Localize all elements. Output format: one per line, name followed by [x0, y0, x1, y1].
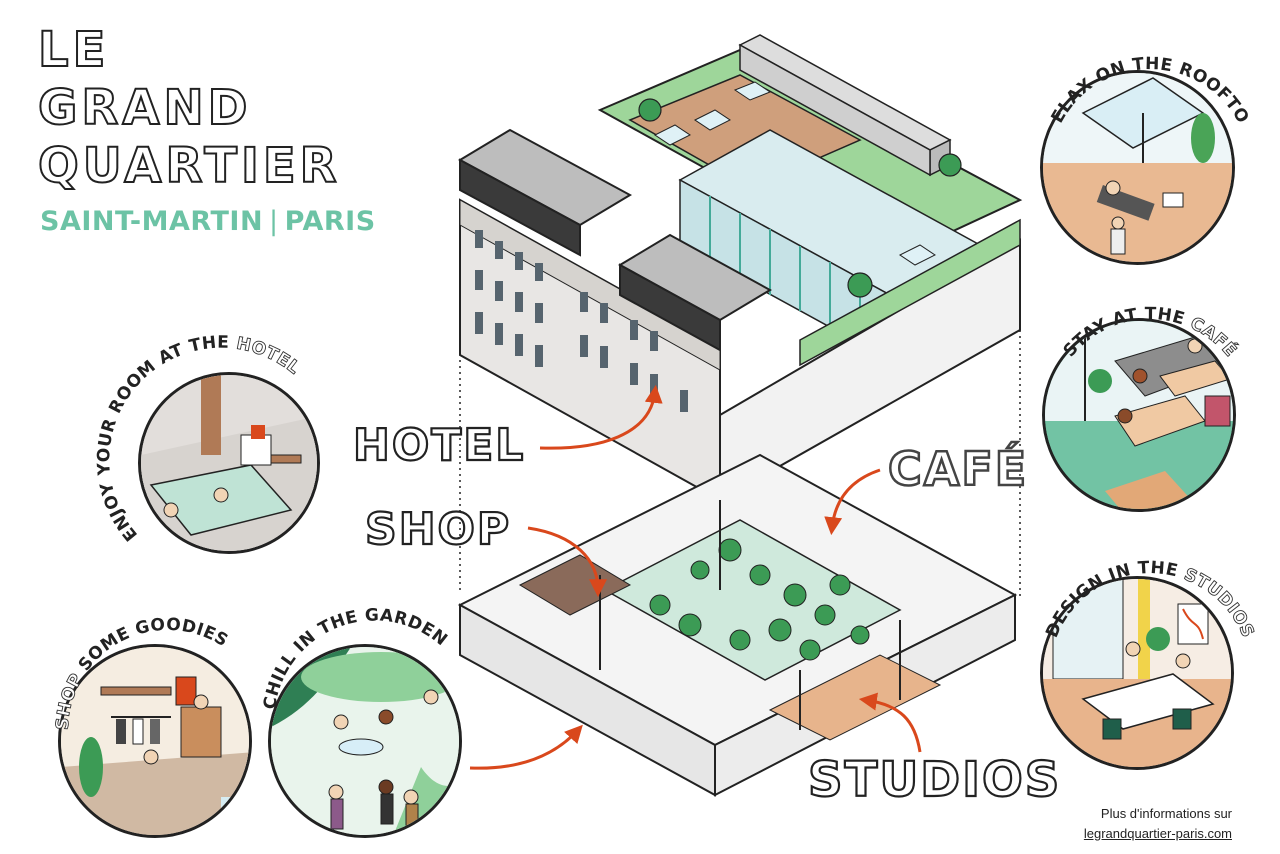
hotel-arrow	[539, 384, 663, 450]
rooftop-scene	[1043, 73, 1232, 262]
title-line-1: LE	[37, 22, 110, 78]
subtitle-city: PARIS	[284, 206, 376, 237]
studios-label: STUDIOS	[807, 752, 1062, 808]
info-text: Plus d'informations sur	[1100, 806, 1232, 821]
cafe-scene	[1045, 321, 1233, 509]
garden-vignette	[268, 644, 462, 838]
shop-label: SHOP	[364, 504, 512, 555]
building-illustration	[457, 34, 1023, 797]
cafe-arrow	[824, 468, 881, 536]
hotel-room-vignette	[138, 372, 320, 554]
shop-arrow	[527, 526, 607, 598]
hotel-building	[457, 34, 1023, 502]
subtitle-separator: |	[269, 206, 279, 237]
title-line-3: QUARTIER	[37, 138, 341, 194]
hotel-label: HOTEL	[352, 420, 526, 471]
studios-scene	[1043, 579, 1231, 767]
studios-vignette	[1040, 576, 1234, 770]
cafe-label: CAFÉ	[887, 442, 1029, 496]
garden-arrow	[469, 724, 583, 770]
studios-arrow	[858, 692, 922, 753]
title-line-2: GRAND	[37, 80, 252, 136]
shop-vignette	[58, 644, 252, 838]
cafe-vignette	[1042, 318, 1236, 512]
shop-scene	[61, 647, 249, 835]
info-block: Plus d'informations sur legrandquartier-…	[1084, 804, 1232, 844]
subtitle: SAINT-MARTIN|PARIS	[40, 206, 376, 237]
garden-scene	[271, 647, 459, 835]
rooftop-vignette	[1040, 70, 1235, 265]
subtitle-place: SAINT-MARTIN	[40, 206, 264, 237]
website-link[interactable]: legrandquartier-paris.com	[1083, 826, 1232, 841]
hotel-room-scene	[141, 375, 317, 551]
